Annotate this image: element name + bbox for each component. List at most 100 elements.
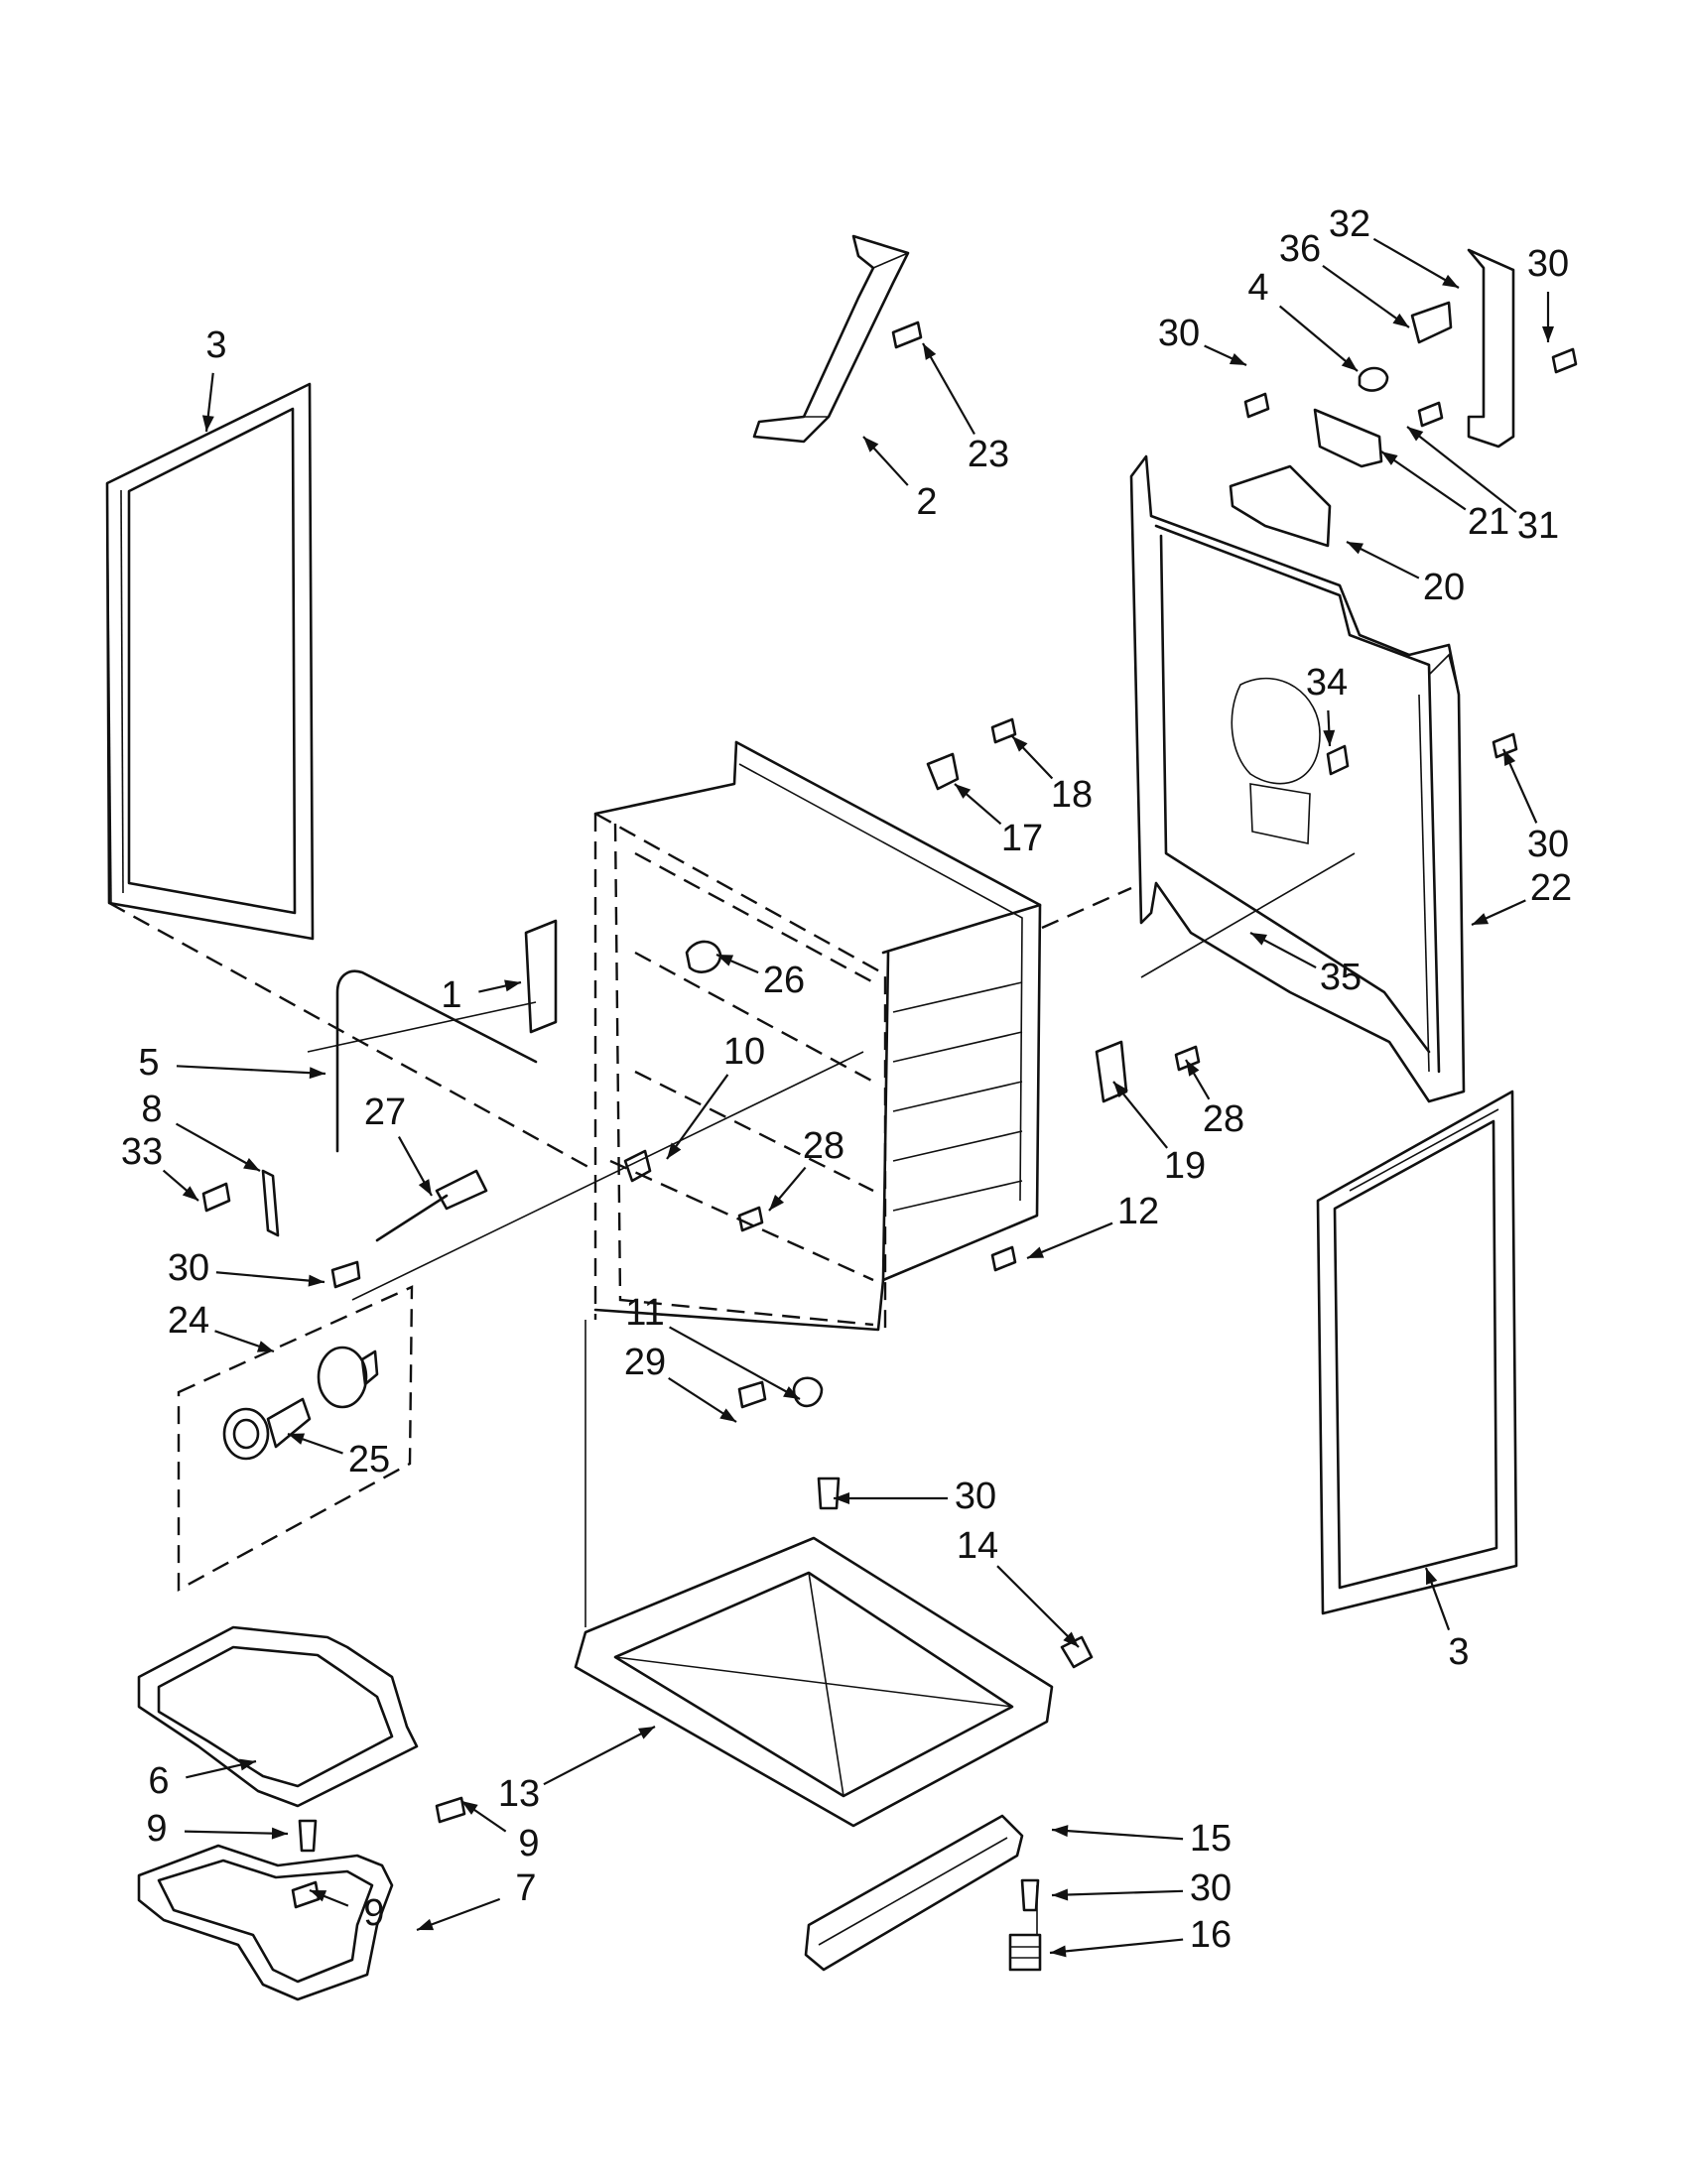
callout-number-1: 2: [916, 481, 937, 523]
callout-arrowhead-18: [716, 955, 734, 966]
top-bracket: [752, 234, 910, 444]
callout-arrowhead-2: [923, 343, 937, 360]
callout-number-24: 19: [1164, 1145, 1206, 1187]
oven-cavity: [593, 740, 1042, 1335]
callout-arrowhead-38: [271, 1827, 288, 1840]
callout-arrowhead-1: [863, 437, 879, 452]
callout-leader-34: [996, 1565, 1080, 1648]
callout-arrowhead-3: [1442, 274, 1459, 288]
callout-number-27: 12: [1117, 1191, 1159, 1232]
callout-arrowhead-33: [834, 1492, 849, 1504]
callout-number-15: 22: [1530, 867, 1572, 909]
callout-arrowhead-43: [310, 1890, 327, 1902]
callout-leaders: [162, 237, 1554, 1958]
callout-arrowhead-40: [461, 1801, 478, 1815]
callout-number-42: 30: [1190, 1867, 1232, 1909]
callout-number-41: 7: [515, 1867, 536, 1909]
callout-number-32: 25: [348, 1439, 390, 1480]
callout-number-14: 30: [1527, 824, 1569, 865]
callout-number-12: 18: [1051, 774, 1093, 816]
callout-arrowhead-42: [1052, 1888, 1069, 1901]
callout-number-0: 3: [205, 324, 226, 366]
callout-leader-37: [543, 1726, 656, 1786]
bottom-pan: [574, 1536, 1094, 1828]
callout-number-40: 9: [518, 1823, 539, 1864]
callout-number-21: 8: [141, 1089, 162, 1130]
callout-number-2: 23: [968, 434, 1009, 475]
callout-number-17: 1: [441, 974, 461, 1016]
callout-number-23: 28: [1203, 1098, 1244, 1140]
callout-arrowhead-31: [719, 1408, 736, 1422]
callout-arrowhead-44: [1050, 1945, 1067, 1958]
callout-arrowhead-10: [1347, 542, 1364, 555]
callout-leader-9: [1406, 426, 1517, 513]
callout-number-11: 34: [1306, 662, 1348, 704]
top-right-brackets: [1229, 248, 1515, 548]
callout-number-10: 20: [1423, 567, 1465, 608]
callout-leader-20: [666, 1074, 729, 1160]
callout-arrowhead-26: [182, 1186, 198, 1201]
callout-leader-4: [1322, 265, 1410, 328]
callout-leader-21: [175, 1122, 261, 1172]
callout-arrowhead-35: [1426, 1568, 1438, 1586]
callout-arrowhead-9: [1407, 427, 1424, 442]
callout-leader-2: [922, 342, 975, 436]
callout-arrowhead-37: [638, 1727, 655, 1739]
callout-number-16: 35: [1320, 957, 1362, 998]
callout-number-29: 24: [168, 1300, 209, 1342]
callout-arrowhead-13: [955, 784, 972, 799]
callout-leader-8: [1380, 450, 1467, 511]
callout-number-31: 29: [624, 1342, 666, 1383]
callout-number-9: 31: [1517, 505, 1559, 547]
callout-arrowhead-27: [1027, 1246, 1045, 1258]
callout-number-8: 21: [1468, 501, 1509, 543]
assembly-lines: [108, 852, 1356, 1935]
callout-number-6: 4: [1247, 267, 1268, 309]
callout-arrowhead-24: [1113, 1082, 1128, 1098]
callout-number-7: 30: [1158, 313, 1200, 354]
callout-number-20: 10: [723, 1031, 765, 1073]
callout-arrowhead-36: [239, 1758, 256, 1771]
callout-leader-19: [176, 1065, 326, 1076]
callout-number-38: 9: [146, 1808, 167, 1850]
callout-number-39: 15: [1190, 1818, 1232, 1860]
callout-arrowhead-39: [1052, 1825, 1069, 1838]
bake-element: [137, 1625, 419, 1808]
callout-number-18: 26: [763, 960, 805, 1001]
callout-arrowhead-22: [418, 1179, 432, 1196]
callout-arrowhead-41: [417, 1918, 435, 1931]
callout-number-26: 33: [121, 1131, 163, 1173]
callout-arrowhead-0: [201, 415, 214, 432]
callout-arrowhead-4: [1392, 313, 1409, 327]
callout-arrowhead-25: [769, 1195, 785, 1211]
callout-arrowhead-8: [1381, 451, 1398, 465]
callout-number-44: 16: [1190, 1914, 1232, 1956]
rail-and-leg: [804, 1814, 1042, 1972]
callout-arrowhead-29: [256, 1341, 274, 1352]
callout-leader-38: [184, 1830, 289, 1836]
callout-arrowhead-6: [1341, 356, 1358, 371]
callout-number-19: 5: [138, 1042, 159, 1084]
callout-number-4: 36: [1279, 228, 1321, 270]
callout-arrowhead-12: [1012, 736, 1028, 752]
callout-number-3: 32: [1329, 203, 1370, 245]
callout-arrowhead-19: [309, 1067, 325, 1080]
back-panel: [1129, 454, 1466, 1103]
callout-arrowhead-7: [1229, 353, 1246, 365]
element-and-sensor: [261, 969, 538, 1242]
broil-element: [137, 1844, 394, 2001]
callout-number-33: 30: [955, 1476, 996, 1517]
screw-parts: [201, 321, 1578, 1912]
callout-arrowhead-5: [1542, 326, 1554, 342]
callout-leader-28: [215, 1271, 325, 1284]
callout-number-43: 9: [363, 1892, 384, 1934]
knob-assembly: [177, 1285, 414, 1593]
callout-leader-6: [1278, 305, 1359, 372]
callout-number-34: 14: [957, 1525, 998, 1567]
side-panel-right: [1316, 1090, 1518, 1615]
callout-number-22: 27: [364, 1092, 406, 1133]
callout-arrowhead-28: [308, 1274, 325, 1287]
callout-arrowhead-11: [1323, 729, 1336, 746]
